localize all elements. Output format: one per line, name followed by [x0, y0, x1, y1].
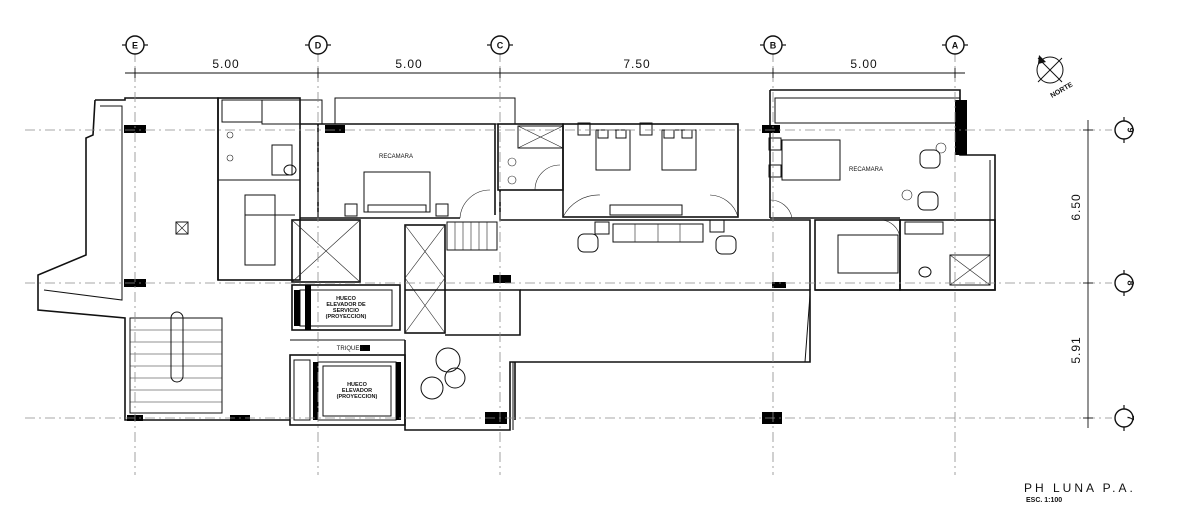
main-elevator-line-1: HUECO	[347, 382, 368, 388]
room-label-recamara-left: RECAMARA	[379, 154, 413, 160]
service-elevator-line-4: (PROYECCION)	[326, 314, 367, 320]
axis-label-D: D	[315, 41, 322, 51]
side-dimension-line: 6.50 5.91	[1069, 120, 1093, 428]
walls	[37, 89, 996, 431]
plan-scale: ESC. 1:100	[1026, 497, 1062, 504]
room-label-recamara-right: RECAMARA	[849, 167, 883, 173]
horizontal-axes: 9 8 7	[25, 117, 1136, 431]
north-label: NORTE	[1050, 81, 1075, 99]
axis-bubble-9: 9	[1114, 117, 1136, 143]
structural-columns	[124, 100, 967, 424]
axis-bubble-C: C	[487, 35, 513, 55]
axis-bubble-7: 7	[1114, 405, 1136, 431]
main-elevator-line-2: ELEVADOR	[342, 388, 372, 394]
room-label-triques: TRIQUES	[337, 346, 364, 352]
north-arrow-icon	[1038, 55, 1046, 64]
dimension-b-a: 5.00	[850, 57, 877, 71]
axis-label-A: A	[952, 41, 959, 51]
service-elevator-line-3: SERVICIO	[333, 308, 360, 314]
dimension-e-d: 5.00	[212, 57, 239, 71]
axis-label-B: B	[770, 41, 777, 51]
axis-label-C: C	[497, 41, 504, 51]
dimension-c-b: 7.50	[623, 57, 650, 71]
plan-title: PH LUNA P.A.	[1024, 481, 1136, 495]
axis-label-8: 8	[1126, 280, 1136, 285]
dimension-8-7: 5.91	[1069, 336, 1083, 363]
top-dimension-line: 5.00 5.00 7.50 5.00	[125, 57, 965, 78]
axis-bubble-E: E	[122, 35, 148, 55]
axis-bubble-8: 8	[1114, 270, 1136, 296]
service-elevator-label: HUECO ELEVADOR DE SERVICIO (PROYECCION)	[326, 296, 367, 320]
service-elevator-line-2: ELEVADOR DE	[326, 302, 366, 308]
axis-bubble-A: A	[942, 35, 968, 55]
service-elevator-line-1: HUECO	[336, 296, 357, 302]
axis-bubble-D: D	[305, 35, 331, 55]
axis-label-E: E	[132, 41, 138, 51]
axis-bubble-B: B	[760, 35, 786, 55]
main-elevator-line-3: (PROYECCION)	[337, 394, 378, 400]
north-arrow: NORTE	[1036, 55, 1075, 100]
main-elevator-label: HUECO ELEVADOR (PROYECCION)	[337, 382, 378, 400]
dimension-d-c: 5.00	[395, 57, 422, 71]
axis-label-9: 9	[1126, 127, 1136, 132]
axis-label-7: 7	[1126, 415, 1136, 420]
dimension-9-8: 6.50	[1069, 193, 1083, 220]
